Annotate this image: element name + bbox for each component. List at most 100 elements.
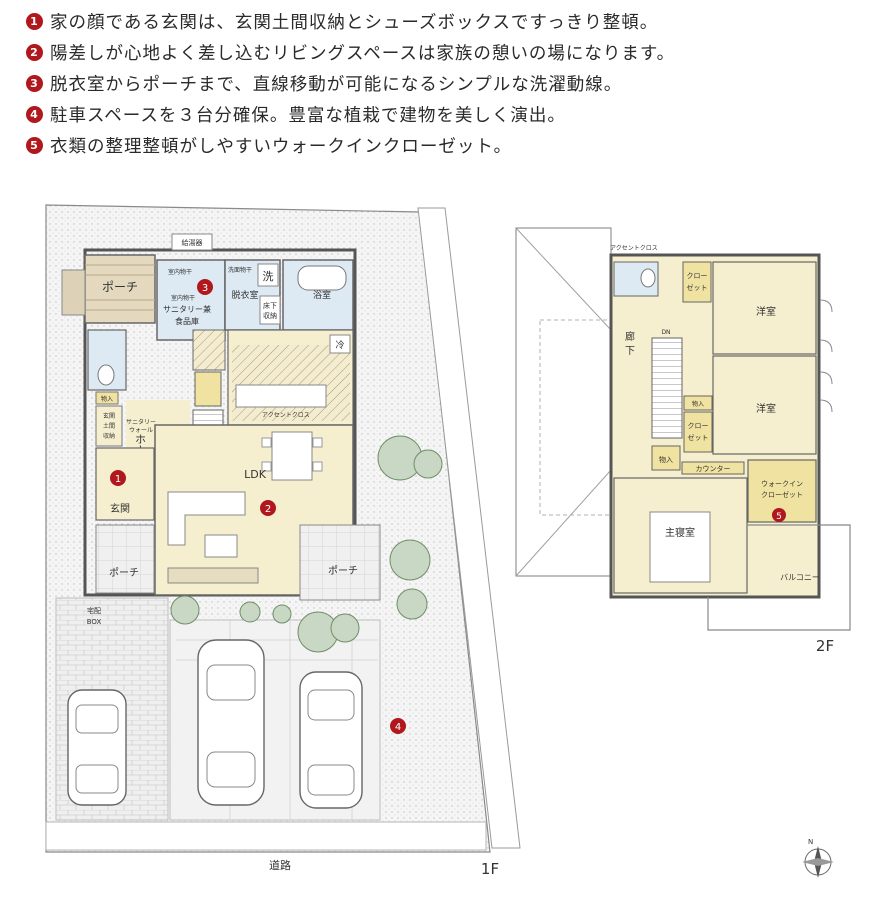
counter [681, 461, 745, 475]
washing-machine [257, 263, 279, 287]
pantry-cabinet [194, 371, 222, 407]
boundary-wall [417, 207, 521, 849]
western-room-2 [712, 355, 817, 455]
note-number-badge: 1 [26, 13, 43, 30]
storage-2f-low [651, 445, 681, 471]
closet-mid-label-1: クロー [688, 422, 709, 430]
delivery-box-label-2: BOX [87, 618, 102, 626]
marker-1 [110, 470, 126, 486]
road-strip [45, 821, 487, 851]
shoes-storage-label-2: 土間 [103, 422, 115, 430]
floor-1-label: 1F [481, 860, 499, 878]
marker-4-number: 4 [395, 722, 401, 733]
western-room-2-label: 洋室 [756, 402, 776, 415]
staircase-2f [651, 337, 683, 439]
bath-label: 浴室 [313, 289, 331, 301]
shoes-storage-label-1: 玄関 [103, 412, 115, 420]
counter-label: カウンター [696, 464, 731, 473]
storage-small [95, 391, 119, 405]
corridor-label-1: 廊 [625, 330, 635, 343]
storage-2f-mid [683, 395, 713, 411]
tv-board [167, 567, 259, 584]
closet-2f-mid [683, 411, 713, 453]
sanitary-wall-label-2: ウォール [129, 426, 153, 434]
closet-2f-top [682, 261, 712, 303]
delivery-box-label-1: 宅配 [87, 606, 101, 615]
porch-right-label: ポーチ [328, 565, 358, 577]
floor-storage-label-2: 収納 [263, 311, 277, 320]
note-text: 脱衣室からポーチまで、直線移動が可能になるシンプルな洗濯動線。 [50, 75, 623, 95]
note-number-badge: 3 [26, 75, 43, 92]
sofa [167, 491, 246, 546]
marker-1-number: 1 [115, 474, 121, 485]
kitchen-counter [235, 384, 327, 408]
porch-step [61, 269, 86, 316]
car-left [67, 689, 127, 806]
floor-2-label: 2F [816, 637, 834, 655]
floor-storage-label-1: 床下 [263, 301, 277, 310]
porch-left-label: ポーチ [109, 567, 139, 579]
floor-storage [259, 295, 281, 325]
corridor-label-2: 下 [625, 346, 635, 357]
feature-notes: 1 家の顔である玄関は、玄関土間収納とシューズボックスですっきり整頓。 2 陽差しが… [26, 6, 856, 161]
indoor-dry-label: 室内物干 [168, 268, 192, 276]
coffee-table [204, 534, 238, 558]
car-right [299, 671, 363, 809]
road-label: 道路 [269, 858, 291, 872]
sanitary-label-3: 食品庫 [175, 316, 199, 326]
car-center [197, 639, 265, 806]
marker-4 [390, 718, 406, 734]
down-label: DN [661, 329, 670, 336]
ldk-label: LDK [244, 468, 267, 481]
marker-3 [197, 279, 213, 295]
roof-outline [515, 227, 612, 577]
closet-top-label-2: ゼット [687, 283, 708, 292]
wic-label-2: クローゼット [761, 490, 803, 499]
entrance-label: 玄関 [110, 502, 130, 515]
note-text: 家の顔である玄関は、玄関土間収納とシューズボックスですっきり整頓。 [50, 13, 659, 33]
note-text: 陽差しが心地よく差し込むリビングスペースは家族の憩いの場になります。 [50, 44, 676, 64]
water-heater [171, 233, 213, 251]
marker-3-number: 3 [202, 283, 208, 294]
water-heater-label: 給湯器 [182, 238, 203, 247]
wash-label: 洗 [263, 270, 274, 283]
sanitary-label-1: 室内物干 [171, 294, 195, 302]
compass-label: N [808, 838, 813, 846]
entrance [95, 447, 155, 521]
western-room-1-label: 洋室 [756, 305, 776, 318]
closet-top-label-1: クロー [687, 272, 708, 280]
marker-2-number: 2 [265, 504, 271, 515]
note-text: 衣類の整理整頓がしやすいウォークインクローゼット。 [50, 137, 512, 157]
feature-note-5: 5 衣類の整理整頓がしやすいウォークインクローゼット。 [26, 130, 856, 161]
feature-note-3: 3 脱衣室からポーチまで、直線移動が可能になるシンプルな洗濯動線。 [26, 68, 856, 99]
dressing-dry-label: 洗面物干 [228, 266, 252, 274]
bathtub [297, 265, 347, 291]
storage-hatch [192, 329, 226, 371]
note-number-badge: 5 [26, 137, 43, 154]
bed [649, 511, 711, 583]
porch-left [95, 524, 155, 594]
dressing-label: 脱衣室 [231, 289, 258, 301]
floor-2-plan: アクセントクロス クロー ゼット 洋室 洋室 廊 下 DN 物入 クロー ゼット… [515, 227, 851, 655]
marker-5 [772, 508, 786, 522]
feature-note-1: 1 家の顔である玄関は、玄関土間収納とシューズボックスですっきり整頓。 [26, 6, 856, 37]
shoes-storage-label-3: 収納 [103, 432, 115, 440]
note-number-badge: 2 [26, 44, 43, 61]
porch-top [84, 254, 156, 324]
storage-2f-mid-label: 物入 [692, 400, 704, 408]
note-text: 駐車スペースを３台分確保。豊富な植栽で建物を美しく演出。 [50, 106, 566, 126]
balcony [707, 524, 851, 631]
storage-2f-low-label: 物入 [659, 455, 673, 464]
porch-top-label: ポーチ [102, 280, 138, 294]
floor-1-plan: 道路 ポーチ 給湯器 室内物干 室内物干 サニタリー兼 食品庫 洗 洗面物干 脱… [45, 204, 521, 878]
sanitary-wall-label-1: サニタリー [126, 418, 156, 426]
feature-note-2: 2 陽差しが心地よく差し込むリビングスペースは家族の憩いの場になります。 [26, 37, 856, 68]
accent-cross-2f-label-top: アクセントクロス [610, 245, 658, 252]
compass-icon: N [802, 838, 834, 878]
master-bedroom-label: 主寝室 [665, 526, 695, 539]
kitchen-hatch [232, 345, 350, 421]
western-room-1 [712, 261, 817, 355]
accent-cross-label: アクセントクロス [262, 412, 310, 419]
